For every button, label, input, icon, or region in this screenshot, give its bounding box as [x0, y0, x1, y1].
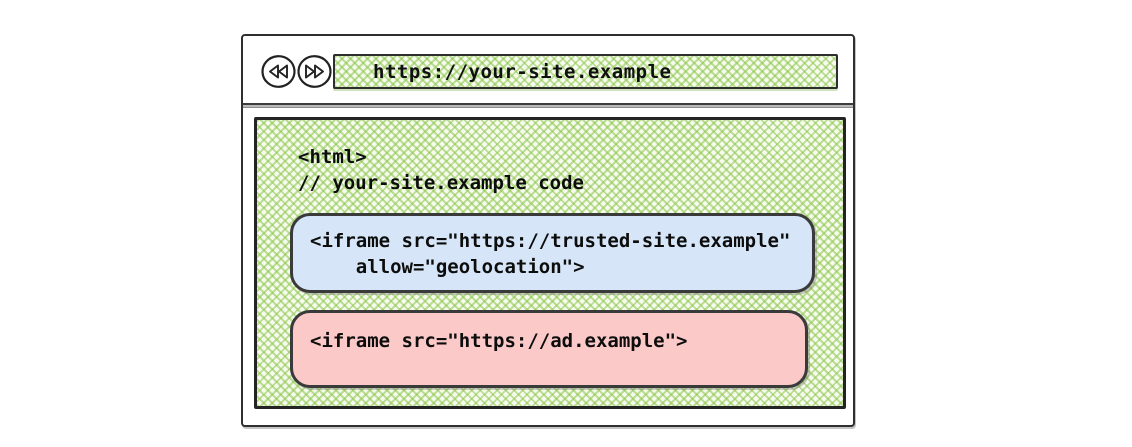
- url-text: https://your-site.example: [373, 60, 672, 83]
- trusted-iframe-code-line1: <iframe src="https://trusted-site.exampl…: [310, 230, 791, 252]
- code-line-comment: // your-site.example code: [298, 172, 584, 194]
- trusted-iframe-box: <iframe src="https://trusted-site.exampl…: [290, 213, 815, 293]
- rewind-icon: [260, 53, 297, 90]
- browser-window: https://your-site.example <html> // your…: [241, 34, 855, 427]
- browser-toolbar: https://your-site.example: [243, 36, 853, 103]
- trusted-iframe-code-line2: allow="geolocation">: [310, 256, 585, 278]
- code-line-html-tag: <html>: [298, 146, 367, 168]
- back-button[interactable]: [260, 53, 297, 90]
- ad-iframe-box: <iframe src="https://ad.example">: [290, 310, 808, 388]
- ad-iframe-code-line1: <iframe src="https://ad.example">: [310, 330, 688, 352]
- page-content: <html> // your-site.example code <iframe…: [254, 117, 846, 409]
- toolbar-divider: [243, 103, 853, 108]
- fast-forward-icon: [296, 53, 333, 90]
- address-bar[interactable]: https://your-site.example: [333, 54, 838, 89]
- forward-button[interactable]: [296, 53, 333, 90]
